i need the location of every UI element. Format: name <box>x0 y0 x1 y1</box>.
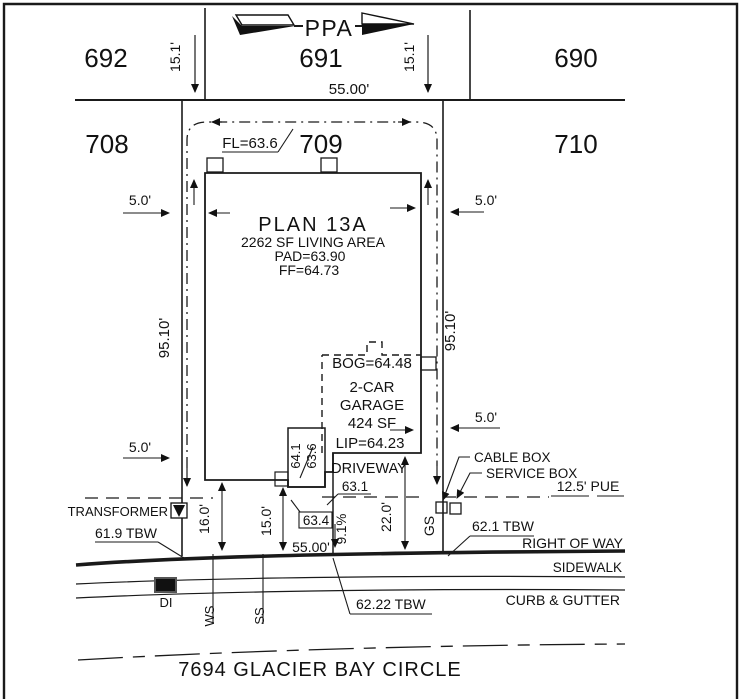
gs-label: GS <box>421 516 437 536</box>
di-label: DI <box>160 595 173 610</box>
tbw-left: 61.9 TBW <box>95 525 185 559</box>
slope-annotation: 9.1% <box>331 514 349 548</box>
porch-elev-right: 63.6 <box>304 443 319 468</box>
bog-label: BOG=64.48 <box>332 355 412 372</box>
setback-envelope-line <box>183 118 441 487</box>
setback-dimensions: 5.0' 5.0' 5.0' 5.0' <box>123 179 500 462</box>
dim-55-bottom: 55.00' <box>292 539 330 555</box>
ppa-logo-left-outline <box>234 14 296 26</box>
lot-709-label: 709 <box>299 129 342 159</box>
roof-vent-center <box>320 157 338 173</box>
dim-55-top: 55.00' <box>329 81 370 98</box>
curb-line <box>75 588 626 599</box>
service-box-icon <box>449 502 462 515</box>
dim-5-right-mid: 5.0' <box>475 409 497 425</box>
porch: 64.1 63.6 <box>274 427 326 488</box>
dim-16: 16.0' <box>196 504 212 534</box>
garage-line3: 424 SF <box>348 415 396 432</box>
plan-label: PLAN 13A <box>258 214 367 236</box>
street-centerline <box>77 643 626 661</box>
right-of-way-label: RIGHT OF WAY <box>522 535 624 551</box>
dim-5-left-top: 5.0' <box>129 192 151 208</box>
tbw-street: 62.22 TBW <box>332 557 432 615</box>
right-of-way-line <box>75 549 626 567</box>
sidewalk-line <box>75 575 626 585</box>
ppa-logo: PPA <box>232 12 415 41</box>
dim-95-right: 95.10' <box>442 311 459 352</box>
dim-5-left-bottom: 5.0' <box>129 439 151 455</box>
utility-boxes: CABLE BOX SERVICE BOX <box>435 450 577 515</box>
fl-label: FL=63.6 <box>222 135 277 152</box>
spot-63-1-label: 63.1 <box>342 479 368 494</box>
service-box-label: SERVICE BOX <box>486 466 577 481</box>
pue-line: 12.5' PUE <box>85 478 624 499</box>
living-area-label: 2262 SF LIVING AREA <box>241 234 386 250</box>
utility-stubs: WS SS <box>202 554 267 626</box>
garage-line2: GARAGE <box>340 397 404 414</box>
ws-label: WS <box>202 605 217 626</box>
ppa-arrow-fill <box>362 24 414 35</box>
fl-elevation: FL=63.6 <box>222 128 294 153</box>
transformer: TRANSFORMER <box>68 502 188 519</box>
pue-label: 12.5' PUE <box>557 478 620 494</box>
garage: BOG=64.48 2-CAR GARAGE 424 SF LIP=64.23 <box>321 341 421 453</box>
drain-inlet: DI <box>154 577 177 610</box>
tbw-left-label: 61.9 TBW <box>95 525 158 541</box>
cable-box-icon <box>435 501 448 514</box>
tbw-right: 62.1 TBW <box>447 518 535 557</box>
ff-label: FF=64.73 <box>279 262 340 278</box>
cable-box-label: CABLE BOX <box>474 450 551 465</box>
ppa-logo-text: PPA <box>305 15 354 41</box>
tbw-right-label: 62.1 TBW <box>472 518 535 534</box>
lip-label: LIP=64.23 <box>336 435 405 452</box>
house-text: PLAN 13A 2262 SF LIVING AREA PAD=63.90 F… <box>241 214 386 278</box>
dim-95-left: 95.10' <box>156 318 173 359</box>
rear-lot-lines <box>75 8 625 101</box>
lot-708-label: 708 <box>85 129 128 159</box>
ss-label: SS <box>252 607 267 625</box>
drain-inlet-icon <box>154 577 177 593</box>
ac-unit <box>420 356 437 371</box>
dim-15-1-left: 15.1' <box>167 42 183 72</box>
dim-15-1-right: 15.1' <box>401 42 417 72</box>
lot-692-label: 692 <box>84 43 127 73</box>
dim-5-right-top: 5.0' <box>475 192 497 208</box>
porch-elev-left: 64.1 <box>288 443 303 468</box>
tbw-street-label: 62.22 TBW <box>356 596 427 612</box>
spot-63-4-label: 63.4 <box>303 513 330 528</box>
driveway-length-dimension: 22.0' <box>378 456 409 550</box>
spot-63-4: 63.4 <box>290 499 333 529</box>
lot-690-label: 690 <box>554 43 597 73</box>
street-name: 7694 GLACIER BAY CIRCLE <box>178 659 462 681</box>
rear-offset-dimensions: 15.1' 15.1' <box>167 35 432 93</box>
ppa-arrow-outline <box>361 12 415 25</box>
porch-step <box>274 471 289 487</box>
dim-22: 22.0' <box>378 502 394 532</box>
lot-710-label: 710 <box>554 129 597 159</box>
lot-691-label: 691 <box>299 43 342 73</box>
transformer-icon-fill <box>173 505 185 517</box>
front-yard-dimensions: 16.0' 15.0' 55.00' <box>196 482 330 555</box>
garage-line1: 2-CAR <box>349 379 394 396</box>
slope-label: 9.1% <box>334 514 349 545</box>
driveway-label: DRIVEWAY <box>331 461 407 477</box>
roof-vent-left <box>206 157 224 173</box>
sidewalk-label: SIDEWALK <box>553 560 622 575</box>
transformer-label: TRANSFORMER <box>68 504 168 519</box>
pad-label: PAD=63.90 <box>275 248 346 264</box>
dim-15: 15.0' <box>258 506 274 536</box>
side-lot-lines <box>181 100 444 556</box>
ppa-logo-left-fill <box>232 16 295 35</box>
curb-gutter-label: CURB & GUTTER <box>506 592 620 608</box>
spot-63-1: 63.1 <box>326 479 371 506</box>
